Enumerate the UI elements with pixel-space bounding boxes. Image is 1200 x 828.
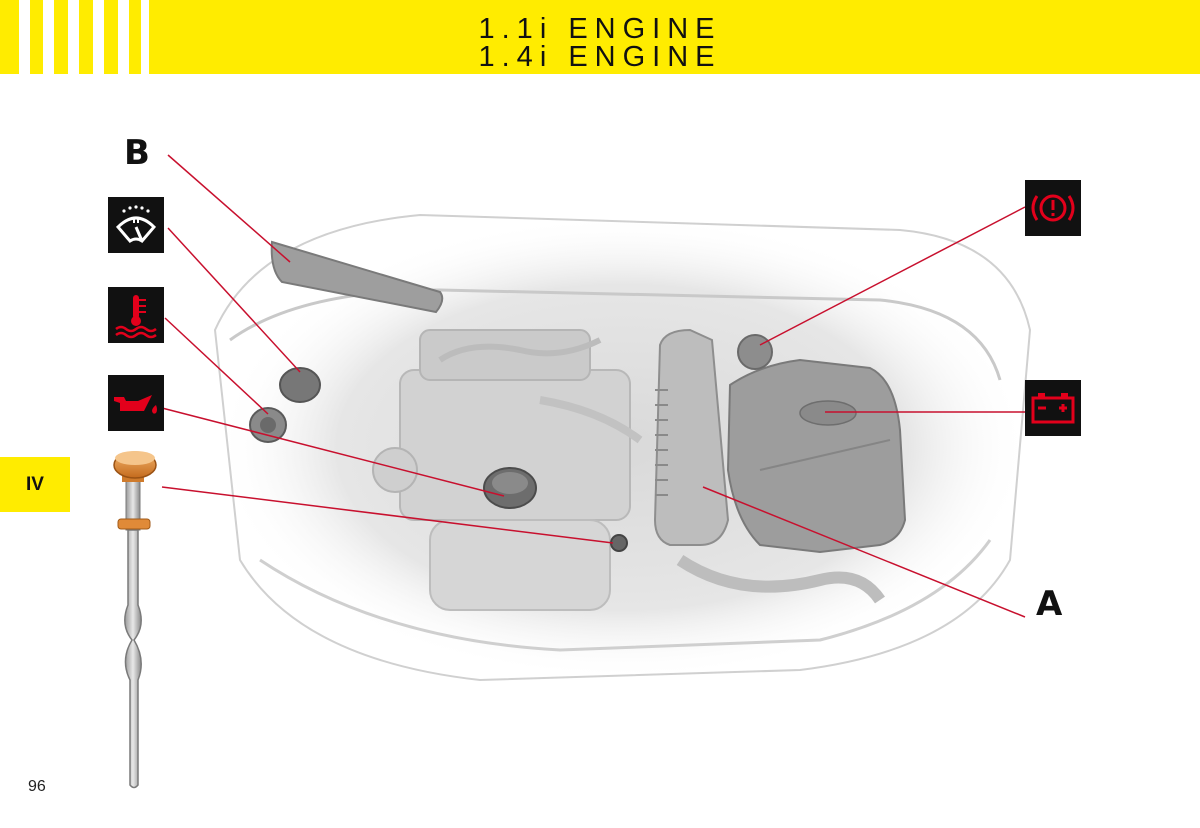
brake-fluid-warning-icon <box>1025 180 1081 236</box>
chapter-tab: IV <box>0 457 70 512</box>
leader-line-brake <box>759 206 1026 346</box>
leader-line-oil <box>161 407 505 497</box>
chapter-tab-label: IV <box>26 473 44 495</box>
cover-panel-b <box>270 240 444 314</box>
leader-line-washer <box>167 227 301 373</box>
leader-line-b <box>167 154 291 263</box>
header-stripe <box>93 0 104 74</box>
brake-fluid-cap <box>737 334 773 370</box>
washer-fluid-cap <box>279 367 321 403</box>
battery-charge-icon <box>1025 380 1081 436</box>
oil-dipstick <box>113 451 157 789</box>
leader-line-coolant <box>164 317 269 415</box>
header-stripe <box>19 0 30 74</box>
coolant-temperature-icon <box>108 287 164 343</box>
page-title-line-2: 1.4i ENGINE <box>478 41 722 73</box>
leader-line-dipstick <box>161 486 614 544</box>
header-stripe <box>43 0 54 74</box>
leader-line-a <box>702 486 1026 618</box>
header-stripe <box>68 0 79 74</box>
dipstick-handle-location <box>610 534 628 552</box>
page-title-line-1: 1.1i ENGINE <box>478 13 722 45</box>
header-band <box>0 0 1200 74</box>
callout-letter-a: A <box>1036 584 1063 624</box>
header-stripe <box>118 0 129 74</box>
exhaust-manifold <box>429 519 611 611</box>
windscreen-washer-icon <box>108 197 164 253</box>
oil-pressure-icon <box>108 375 164 431</box>
callout-letter-b: B <box>124 133 150 173</box>
header-stripe <box>141 0 149 74</box>
air-filter-housing <box>653 328 730 546</box>
page-number: 96 <box>28 778 46 795</box>
